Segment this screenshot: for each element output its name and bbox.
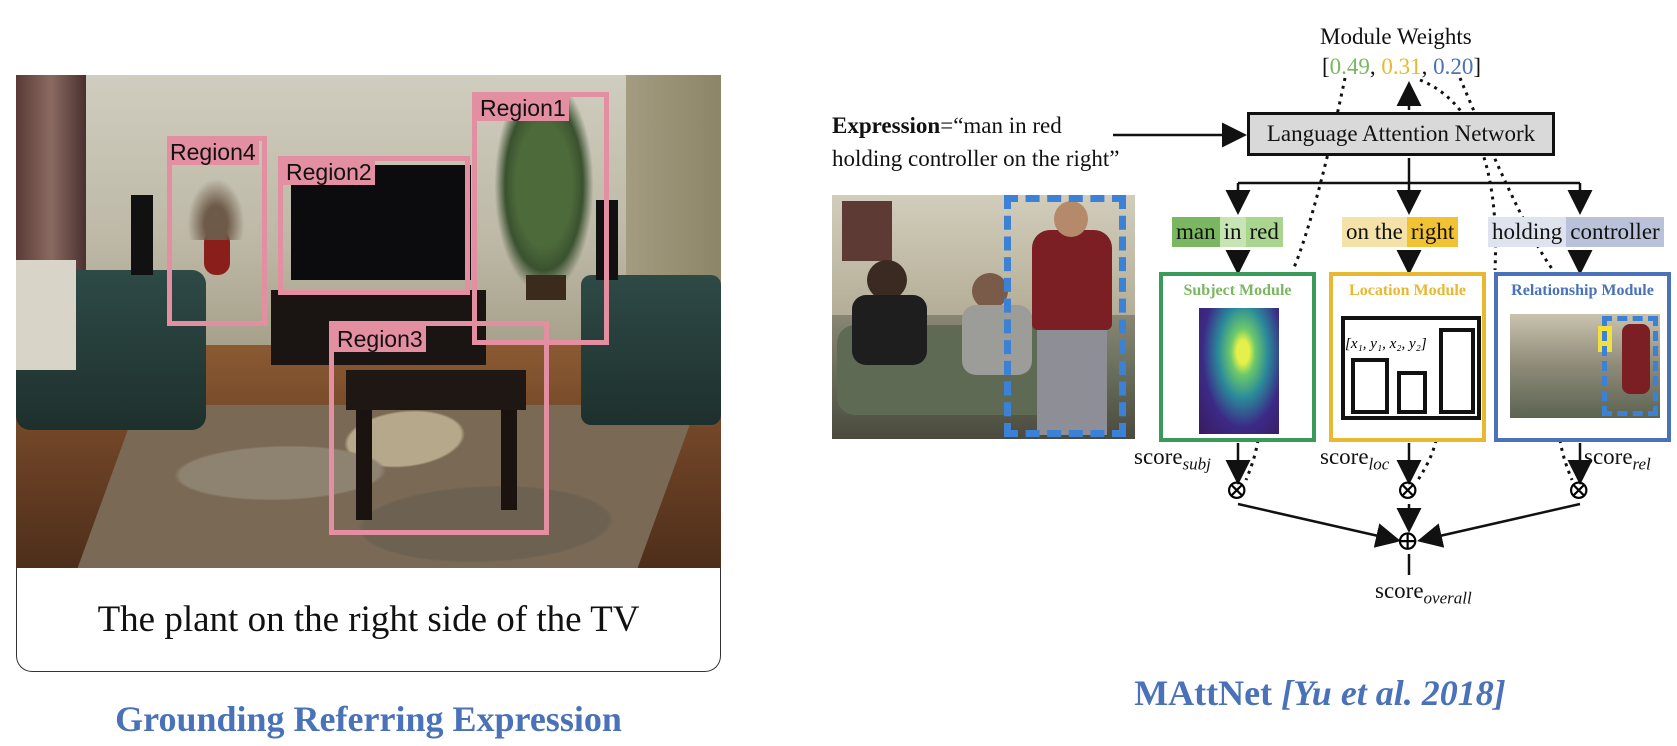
phrase-red: red — [1245, 217, 1283, 247]
score-rel: scorerel — [1584, 444, 1651, 475]
phrase-in: in — [1219, 217, 1246, 247]
person2-body — [962, 305, 1032, 375]
otimes-loc: ⊗ — [1396, 475, 1420, 506]
expression-bold: Expression — [832, 113, 941, 138]
score-overall-sub: overall — [1423, 588, 1472, 608]
loc-bar-2 — [1397, 371, 1427, 414]
branches — [176, 160, 256, 240]
weight-rel: 0.20 — [1433, 54, 1474, 79]
expression-text1: =“man in red — [940, 113, 1062, 138]
oplus-combine: ⊕ — [1396, 526, 1420, 557]
weight-dotted-subj — [1291, 77, 1347, 271]
region4-label: Region4 — [167, 139, 259, 165]
subject-phrase: man in red — [1172, 217, 1283, 247]
score-rel-sub: rel — [1632, 454, 1651, 474]
rel-person — [1622, 324, 1650, 394]
person1-body — [852, 295, 927, 365]
location-phrase: on the right — [1342, 217, 1459, 247]
score-overall: scoreoverall — [1375, 578, 1472, 609]
score-loc: scoreloc — [1320, 444, 1389, 475]
person1-head — [867, 260, 907, 300]
score-subj-sub: subj — [1182, 454, 1211, 474]
weight-subj: 0.49 — [1329, 54, 1370, 79]
loc-bar-3 — [1439, 328, 1475, 414]
phrase-holding: holding — [1488, 217, 1567, 247]
weight-loc: 0.31 — [1381, 54, 1422, 79]
region2-label: Region2 — [283, 159, 375, 185]
room-photo: Region1 Region2 Region3 Region4 — [16, 75, 721, 569]
plant-pot — [526, 275, 566, 300]
subject-module: Subject Module — [1159, 272, 1316, 442]
person3-head — [1054, 201, 1088, 237]
subject-module-title: Subject Module — [1183, 282, 1292, 299]
score-rel-base: score — [1584, 444, 1633, 469]
weight-dotted-rel — [1458, 77, 1555, 271]
mattnet-citation: [Yu et al. 2018] — [1281, 673, 1506, 713]
relationship-module: Relationship Module — [1494, 272, 1671, 442]
poster — [842, 201, 892, 261]
location-feature-frame — [1341, 316, 1481, 420]
mattnet-title: MAttNet [Yu et al. 2018] — [1060, 672, 1580, 714]
cushion — [16, 260, 76, 370]
score-loc-base: score — [1320, 444, 1369, 469]
module-weights-label: Module Weights — [1320, 24, 1472, 49]
region4-box — [167, 136, 267, 326]
phrase-man: man — [1172, 217, 1220, 247]
left-section-title: Grounding Referring Expression — [115, 699, 622, 739]
rel-target-box — [1602, 316, 1658, 416]
person3-body — [1032, 230, 1112, 330]
table-leg — [501, 410, 517, 510]
score-subj-base: score — [1134, 444, 1183, 469]
attention-heatmap — [1199, 308, 1279, 434]
phrase-on-the: on the — [1342, 217, 1407, 247]
language-attention-network: Language Attention Network — [1247, 112, 1555, 156]
loc-bar-1 — [1351, 358, 1389, 414]
score-loc-sub: loc — [1368, 454, 1390, 474]
relationship-phrase: holding controller — [1488, 217, 1664, 247]
region3-label: Region3 — [334, 326, 426, 352]
location-formula: [x₁, y₁, x₂, y₂] — [1345, 336, 1427, 352]
score-subj: scoresubj — [1134, 444, 1211, 475]
score-overall-base: score — [1375, 578, 1424, 603]
location-module-title: Location Module — [1349, 282, 1466, 299]
coffee-table-top — [346, 370, 526, 410]
module-weights-values: [0.49, 0.31, 0.20] — [1322, 54, 1482, 79]
region1-label: Region1 — [477, 95, 569, 121]
relationship-photo — [1510, 314, 1660, 418]
location-module: Location Module [x₁, y₁, x₂, y₂] — [1329, 272, 1486, 442]
target-box — [1004, 195, 1126, 437]
referring-expression-caption: The plant on the right side of the TV — [16, 568, 721, 672]
region2-box — [278, 156, 470, 295]
otimes-subj: ⊗ — [1225, 475, 1249, 506]
region1-box — [472, 92, 609, 345]
expression-line2: holding controller on the right” — [832, 146, 1120, 171]
phrase-right: right — [1406, 217, 1459, 247]
otimes-rel: ⊗ — [1567, 475, 1591, 506]
region3-box — [329, 321, 549, 535]
table-leg — [356, 410, 372, 520]
speaker-left — [131, 195, 153, 275]
phrase-controller: controller — [1566, 217, 1664, 247]
caption-text: The plant on the right side of the TV — [97, 599, 640, 640]
plant-right — [494, 95, 594, 295]
mattnet-name: MAttNet — [1134, 673, 1273, 713]
person2-head — [972, 273, 1008, 309]
input-photo — [832, 195, 1135, 439]
expression-line1: Expression=“man in red — [832, 113, 1062, 139]
relationship-module-title: Relationship Module — [1511, 282, 1654, 299]
